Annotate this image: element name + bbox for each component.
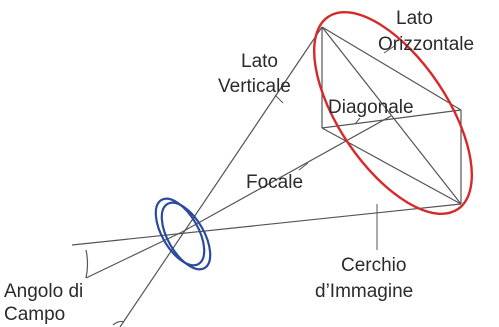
angle-arc [85,249,125,326]
angle-arc-left [85,249,89,279]
rays [71,26,462,327]
lens-front-rim [154,197,206,267]
angle-arc-bottom [112,320,125,326]
label-cerchio-2: d’Immagine [315,281,413,302]
labels: Lato Orizzontale Lato Verticale Diagonal… [4,8,474,325]
leader-lato-verticale [274,94,284,104]
label-lato-verticale-1: Lato [241,51,278,72]
label-lato-orizzontale-2: Orizzontale [378,34,474,55]
label-cerchio-1: Cerchio [341,255,406,276]
leader-diagonale [354,117,361,125]
lens-back-rim [160,201,212,271]
label-lato-orizzontale-1: Lato [396,8,433,29]
sensor-diagonal-b [321,109,462,129]
ray-upper [119,26,323,327]
label-lato-verticale-2: Verticale [218,76,291,97]
label-diagonale: Diagonale [328,97,414,118]
leader-focale [298,162,309,171]
lens [154,197,212,271]
ray-focal [181,115,392,233]
label-focale: Focale [246,172,303,193]
leader-lines [274,44,397,250]
leader-lato-orizzontale [383,44,397,54]
angle-arm [85,231,183,279]
ray-lower-optical [71,203,462,246]
label-angolo-2: Campo [4,304,65,325]
sensor-diagonal-a [321,26,462,205]
sensor-top-edge [321,26,462,111]
image-circle [312,11,474,215]
label-angolo-1: Angolo di [4,281,83,302]
